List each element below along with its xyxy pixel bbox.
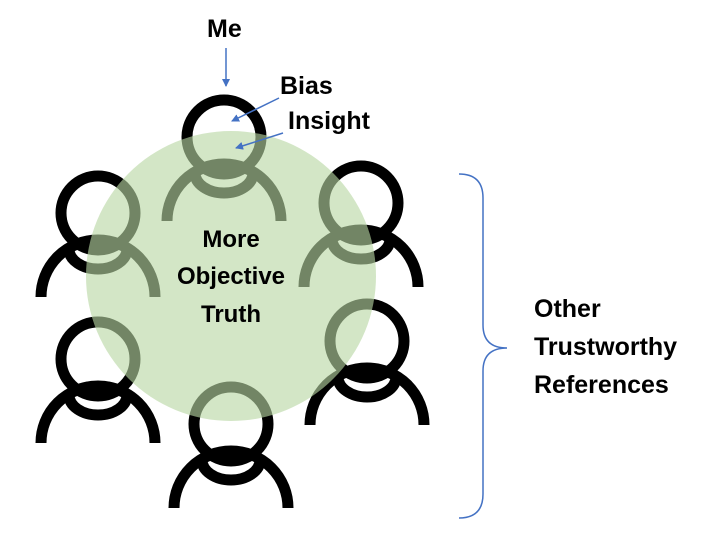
me-label: Me <box>207 15 242 43</box>
right-curly-brace <box>458 173 508 519</box>
center-text-line1: More <box>202 226 260 253</box>
others-label-line2: Trustworthy <box>534 333 678 361</box>
center-text-line3: Truth <box>201 301 261 328</box>
insight-label: Insight <box>288 107 370 135</box>
insight-arrow <box>235 132 284 150</box>
others-label-line3: References <box>534 371 669 399</box>
bias-label: Bias <box>280 72 333 100</box>
objective-truth-circle <box>86 131 376 421</box>
bias-arrow <box>231 97 280 122</box>
center-text-line2: Objective <box>176 263 286 290</box>
others-label-line1: Other <box>534 295 601 323</box>
